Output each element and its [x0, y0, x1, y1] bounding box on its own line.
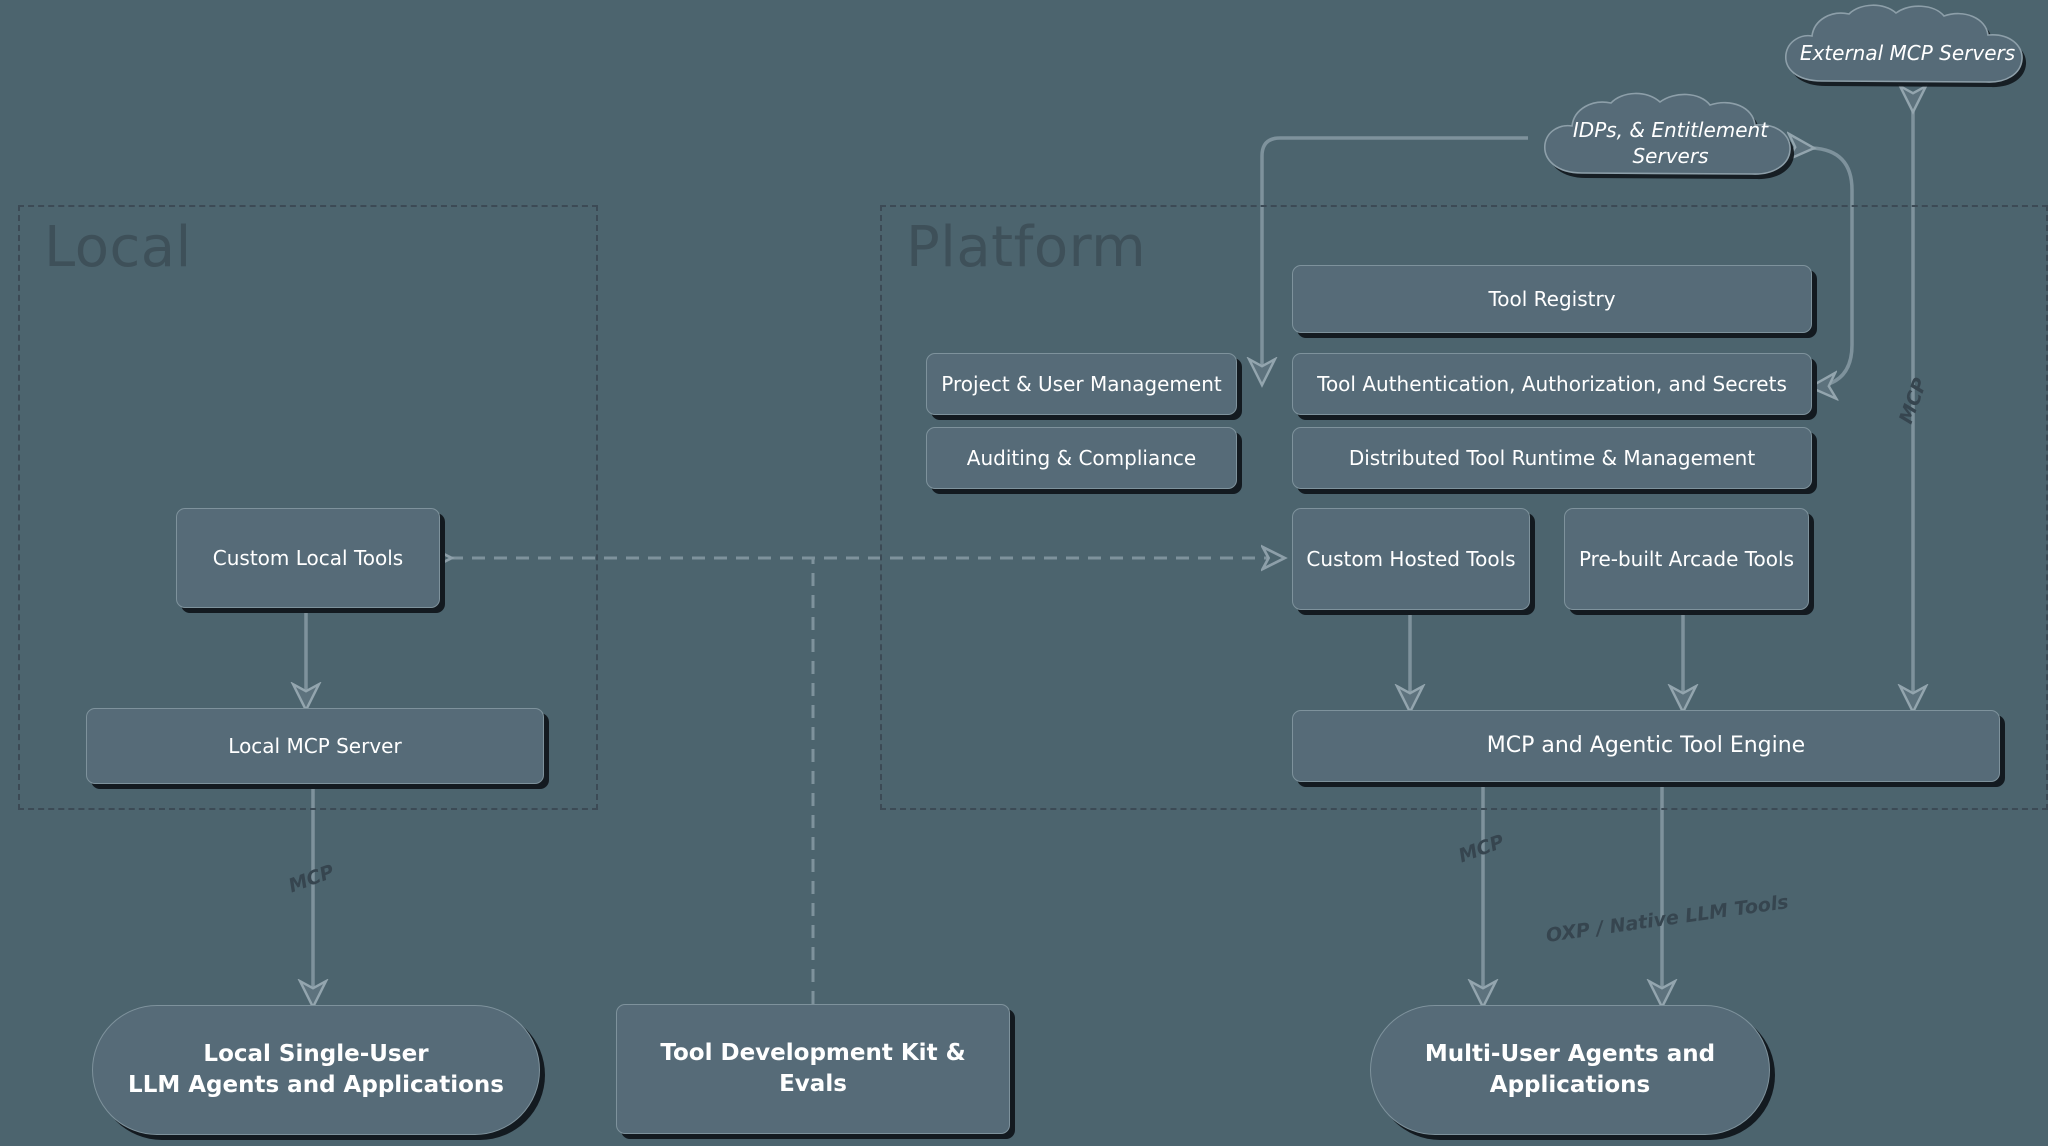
- node-local-mcp-server[interactable]: Local MCP Server: [86, 708, 544, 784]
- zone-local-title: Local: [44, 215, 192, 280]
- node-tool-authentication[interactable]: Tool Authentication, Authorization, and …: [1292, 353, 1812, 415]
- zone-local: [18, 205, 598, 810]
- cloud-external-mcp-servers: External MCP Servers: [1770, 0, 2045, 105]
- node-local-agents-line2: LLM Agents and Applications: [128, 1072, 504, 1098]
- node-local-agents-line1: Local Single-User: [203, 1040, 429, 1067]
- cloud-shape-external: [1785, 4, 2027, 88]
- node-multi-user-agents-line2: Applications: [1489, 1072, 1651, 1098]
- zone-platform-title: Platform: [906, 215, 1147, 280]
- node-multi-user-agents-line1: Multi-User Agents and: [1424, 1040, 1716, 1067]
- node-auditing-compliance[interactable]: Auditing & Compliance: [926, 427, 1237, 489]
- node-mcp-agentic-tool-engine[interactable]: MCP and Agentic Tool Engine: [1292, 710, 2000, 782]
- node-multi-user-agents[interactable]: Multi-User Agents and Applications: [1370, 1005, 1770, 1135]
- node-project-user-management[interactable]: Project & User Management: [926, 353, 1237, 415]
- node-tool-development-kit[interactable]: Tool Development Kit & Evals: [616, 1004, 1010, 1134]
- cloud-idps-entitlement-servers: IDPs, & Entitlement Servers: [1528, 88, 1813, 198]
- node-distributed-tool-runtime[interactable]: Distributed Tool Runtime & Management: [1292, 427, 1812, 489]
- node-custom-hosted-tools[interactable]: Custom Hosted Tools: [1292, 508, 1530, 610]
- edge-idps-to-tool-auth: [1812, 148, 1854, 387]
- edge-idps-to-project-user-management: [1262, 136, 1528, 383]
- node-local-agents[interactable]: Local Single-User LLM Agents and Applica…: [92, 1005, 540, 1135]
- node-prebuilt-arcade-tools[interactable]: Pre-built Arcade Tools: [1564, 508, 1809, 610]
- cloud-idps-line2: Servers: [1632, 144, 1709, 168]
- cloud-idps-line1: IDPs, & Entitlement: [1572, 118, 1769, 142]
- cloud-idps-label: IDPs, & Entitlement Servers: [1547, 117, 1794, 169]
- zone-platform: [880, 205, 2048, 810]
- node-custom-local-tools[interactable]: Custom Local Tools: [176, 508, 440, 608]
- node-tool-registry[interactable]: Tool Registry: [1292, 265, 1812, 333]
- cloud-external-mcp-label: External MCP Servers: [1799, 40, 2016, 65]
